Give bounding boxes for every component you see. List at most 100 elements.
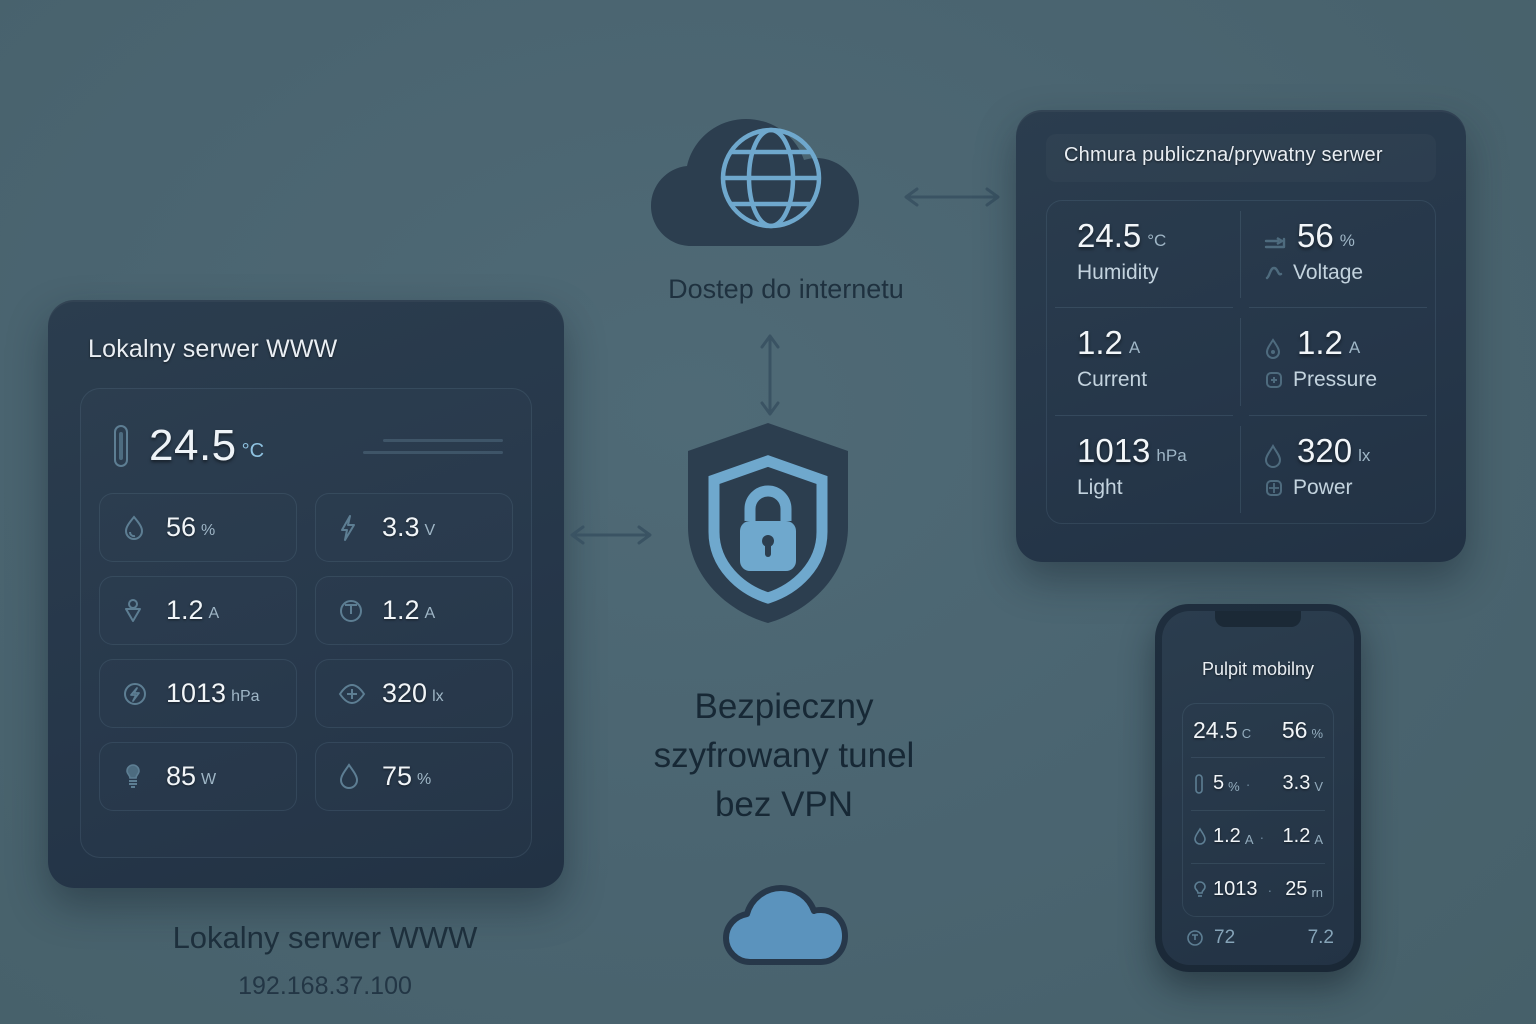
internet-access-label: Dostep do internetu	[668, 274, 904, 304]
mobile-row-current[interactable]: 1.2 A · 1.2 A	[1183, 810, 1333, 863]
mobile-row-temperature[interactable]: 24.5 C 56 %	[1183, 704, 1333, 757]
cloud-label: Power	[1293, 475, 1353, 499]
metric-value: 3.3	[382, 512, 420, 542]
placeholder-lines	[363, 430, 511, 463]
mobile-footer-row[interactable]: 72 7.2	[1186, 927, 1334, 949]
mobile-dashboard-title: Pulpit mobilny	[1201, 659, 1315, 679]
metric-unit: V	[424, 522, 436, 539]
cloud-cell-power[interactable]: 320 lx Power	[1241, 416, 1435, 523]
wave-icon	[1263, 262, 1293, 284]
cloud-unit: °C	[1147, 231, 1167, 250]
cloud-unit: A	[1348, 338, 1361, 358]
metric-tile-power[interactable]: 85 W	[99, 742, 297, 811]
light-icon	[338, 682, 372, 706]
metric-tile-light[interactable]: 320 lx	[315, 659, 513, 728]
metric-unit: hPa	[231, 688, 260, 705]
mobile-right-value: 3.3	[1282, 772, 1311, 794]
mobile-left-value: 24.5	[1193, 717, 1238, 743]
metric-unit: %	[417, 771, 432, 788]
cloud-label: Light	[1077, 475, 1123, 499]
current-icon	[122, 597, 156, 625]
cloud-server-title: Chmura publiczna/prywatny serwer	[1064, 144, 1383, 166]
mobile-right-unit: rn	[1311, 885, 1323, 900]
local-server-panel: 24.5 °C 56 % 3.3 V	[80, 388, 532, 858]
metric-tile-water[interactable]: 75 %	[315, 742, 513, 811]
local-server-card[interactable]: Lokalny serwer WWW 24.5 °C	[48, 300, 564, 888]
metric-value: 1.2	[382, 595, 420, 625]
thermometer-icon	[1193, 773, 1213, 795]
internet-cloud	[636, 96, 906, 261]
mobile-right-unit: %	[1311, 726, 1323, 741]
shield-lock-icon	[672, 417, 864, 634]
drop-icon	[1263, 338, 1293, 362]
local-temp-unit: °C	[241, 439, 265, 462]
cloud-value: 24.5	[1077, 217, 1142, 254]
local-hero-temperature: 24.5 °C	[101, 407, 511, 485]
tunnel-label-line2: szyfrowany tunel	[653, 736, 915, 775]
metric-unit: lx	[432, 688, 444, 705]
cloud-metric-grid: 24.5 °C Humidity 56 %	[1047, 201, 1435, 523]
metric-value: 320	[382, 678, 428, 708]
metric-tile-voltage[interactable]: 3.3 V	[315, 493, 513, 562]
mobile-right-value: 1.2	[1282, 825, 1311, 847]
local-server-ip: 192.168.37.100	[238, 972, 412, 1000]
phone-screen: Pulpit mobilny 24.5 C 56 % 5 % ·	[1162, 611, 1354, 965]
cloud-label: Pressure	[1293, 368, 1378, 392]
cloud-server-panel: 24.5 °C Humidity 56 %	[1046, 200, 1436, 524]
mobile-footer-left: 72	[1214, 927, 1236, 948]
mobile-metric-panel: 24.5 C 56 % 5 % · 3.3 V	[1182, 703, 1334, 917]
double-arrow-vertical	[757, 330, 783, 425]
metric-unit: W	[201, 771, 217, 788]
mobile-right-unit: V	[1314, 779, 1323, 794]
cloud-value: 56	[1297, 217, 1334, 254]
cloud-cell-current[interactable]: 1.2 A Current	[1047, 308, 1241, 416]
cloud-cell-humidity[interactable]: 24.5 °C Humidity	[1047, 201, 1241, 309]
gauge-icon	[1186, 929, 1206, 947]
mobile-right-value: 25	[1285, 878, 1308, 900]
metric-tile-current[interactable]: 1.2 A	[99, 576, 297, 645]
local-metric-grid: 56 % 3.3 V 1.2 A	[99, 493, 513, 811]
metric-unit: %	[201, 522, 216, 539]
cloud-unit: lx	[1358, 445, 1371, 465]
mobile-left-value: 1013	[1213, 878, 1258, 900]
cloud-cell-voltage[interactable]: 56 % Voltage	[1241, 201, 1435, 309]
mobile-row-pressure[interactable]: 1013 · 25 rn	[1183, 863, 1333, 916]
mobile-left-value: 1.2	[1213, 825, 1241, 847]
mobile-left-unit: %	[1228, 779, 1240, 794]
cloud-label: Voltage	[1293, 261, 1364, 284]
sensor-icon	[1263, 235, 1293, 255]
mobile-right-unit: A	[1314, 832, 1323, 847]
mobile-phone-mockup[interactable]: Pulpit mobilny 24.5 C 56 % 5 % ·	[1155, 604, 1361, 972]
cloud-unit: A	[1128, 338, 1141, 358]
double-arrow-horizontal-right	[900, 184, 1004, 215]
mobile-footer-right: 7.2	[1307, 927, 1334, 948]
humidity-drop-icon	[122, 514, 156, 541]
metric-tile-gauge[interactable]: 1.2 A	[315, 576, 513, 645]
chip-icon	[1263, 477, 1293, 499]
mobile-right-value: 56	[1281, 717, 1308, 743]
mobile-row-voltage[interactable]: 5 % · 3.3 V	[1183, 757, 1333, 810]
bulb-icon	[1193, 880, 1213, 900]
module-icon	[1263, 369, 1293, 391]
thermometer-icon	[101, 423, 141, 469]
mobile-separator: ·	[1267, 881, 1273, 898]
mobile-separator: ·	[1259, 828, 1265, 845]
cloud-value: 1.2	[1297, 324, 1343, 362]
cloud-value: 1.2	[1077, 324, 1123, 362]
metric-tile-humidity[interactable]: 56 %	[99, 493, 297, 562]
bolt-icon	[338, 514, 372, 542]
pressure-icon	[122, 681, 156, 707]
tunnel-label-line3: bez VPN	[714, 785, 854, 824]
cloud-cell-pressure[interactable]: 1.2 A Pressure	[1241, 308, 1435, 416]
double-arrow-horizontal-left	[566, 522, 656, 553]
cloud-server-card[interactable]: Chmura publiczna/prywatny serwer 24.5 °C…	[1016, 110, 1466, 562]
metric-unit: A	[208, 605, 220, 622]
mobile-left-unit: C	[1241, 726, 1252, 741]
cloud-cell-light[interactable]: 1013 hPa Light	[1047, 416, 1241, 523]
tunnel-label-line1: Bezpieczny	[694, 687, 874, 726]
mobile-left-unit: A	[1244, 832, 1254, 847]
local-server-title: Lokalny serwer WWW	[88, 335, 338, 363]
cloud-value: 1013	[1077, 431, 1151, 469]
metric-tile-pressure[interactable]: 1013 hPa	[99, 659, 297, 728]
